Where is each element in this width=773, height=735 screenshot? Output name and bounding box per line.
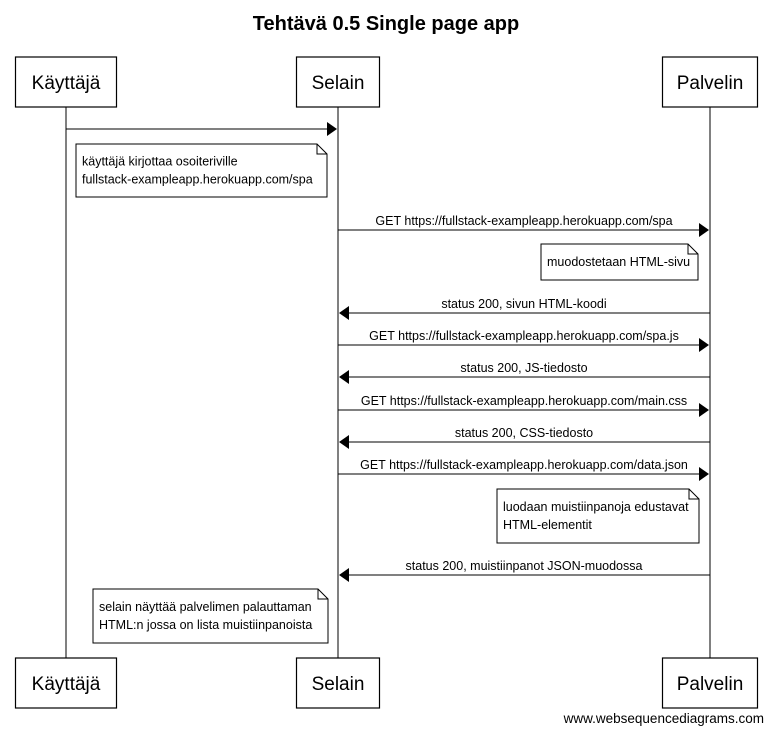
participant-browser-bottom: Selain bbox=[295, 657, 381, 709]
note-line: käyttäjä kirjottaa osoiteriville bbox=[82, 155, 238, 169]
note-fold bbox=[316, 144, 327, 155]
note-line: muodostetaan HTML-sivu bbox=[547, 255, 690, 269]
note-fold bbox=[688, 489, 699, 500]
participant-label: Selain bbox=[312, 73, 365, 94]
participant-user-bottom: Käyttäjä bbox=[14, 657, 118, 709]
diagram-title: Tehtävä 0.5 Single page app bbox=[253, 13, 519, 35]
message-label: status 200, JS-tiedosto bbox=[460, 361, 587, 375]
message-8: status 200, CSS-tiedosto bbox=[339, 426, 710, 449]
note-fold bbox=[687, 244, 698, 255]
message-arrow-head bbox=[339, 435, 349, 449]
participant-label: Käyttäjä bbox=[32, 674, 101, 695]
participant-server-bottom: Palvelin bbox=[661, 657, 759, 709]
participant-box bbox=[661, 657, 759, 709]
message-label: status 200, CSS-tiedosto bbox=[455, 426, 593, 440]
note-3: muodostetaan HTML-sivu bbox=[540, 243, 699, 281]
message-arrow-head bbox=[327, 122, 337, 136]
message-4: status 200, sivun HTML-koodi bbox=[339, 297, 710, 320]
message-label: status 200, sivun HTML-koodi bbox=[441, 297, 606, 311]
participant-box bbox=[14, 56, 118, 108]
message-label: GET https://fullstack-exampleapp.herokua… bbox=[360, 458, 688, 472]
participant-label: Palvelin bbox=[677, 73, 744, 94]
footer-credit: www.websequencediagrams.com bbox=[563, 711, 764, 726]
note-box bbox=[496, 488, 700, 544]
message-label: status 200, muistiinpanot JSON-muodossa bbox=[406, 559, 643, 573]
message-6: status 200, JS-tiedosto bbox=[339, 361, 710, 384]
participant-browser-top: Selain bbox=[295, 56, 381, 108]
note-line: HTML-elementit bbox=[503, 518, 592, 532]
note-line: luodaan muistiinpanoja edustavat bbox=[503, 500, 689, 514]
note-box bbox=[540, 243, 699, 281]
message-arrow-head bbox=[339, 306, 349, 320]
participant-box bbox=[661, 56, 759, 108]
note-box bbox=[92, 588, 329, 644]
message-label: GET https://fullstack-exampleapp.herokua… bbox=[369, 329, 679, 343]
message-label: GET https://fullstack-exampleapp.herokua… bbox=[361, 394, 687, 408]
participant-label: Selain bbox=[312, 674, 365, 695]
participant-user-top: Käyttäjä bbox=[14, 56, 118, 108]
participant-box bbox=[295, 657, 381, 709]
note-1: käyttäjä kirjottaa osoiteriville fullstac… bbox=[75, 143, 328, 198]
sequence-steps: käyttäjä kirjottaa osoiteriville fullstac… bbox=[66, 122, 710, 644]
participant-label: Palvelin bbox=[677, 674, 744, 695]
note-line: HTML:n jossa on lista muistiinpanoista bbox=[99, 618, 312, 632]
note-line: selain näyttää palvelimen palauttaman bbox=[99, 600, 312, 614]
participant-box bbox=[295, 56, 381, 108]
message-arrow-head bbox=[699, 223, 709, 237]
message-label: GET https://fullstack-exampleapp.herokua… bbox=[375, 214, 672, 228]
participant-box bbox=[14, 657, 118, 709]
participants-bottom: Käyttäjä Selain Palvelin bbox=[14, 657, 759, 709]
message-9: GET https://fullstack-exampleapp.herokua… bbox=[338, 458, 709, 481]
message-arrow-head bbox=[699, 467, 709, 481]
message-arrow-head bbox=[699, 403, 709, 417]
note-line: fullstack-exampleapp.herokuapp.com/spa bbox=[82, 173, 313, 187]
message-2: GET https://fullstack-exampleapp.herokua… bbox=[338, 214, 709, 237]
note-fold bbox=[317, 589, 328, 600]
participant-server-top: Palvelin bbox=[661, 56, 759, 108]
message-arrow-head bbox=[339, 568, 349, 582]
note-12: selain näyttää palvelimen palauttamanHTM… bbox=[92, 588, 329, 644]
message-arrow-head bbox=[339, 370, 349, 384]
participant-label: Käyttäjä bbox=[32, 73, 101, 94]
participants-top: Käyttäjä Selain Palvelin bbox=[14, 56, 759, 108]
message-7: GET https://fullstack-exampleapp.herokua… bbox=[338, 394, 709, 417]
message-0 bbox=[66, 122, 337, 136]
lifelines bbox=[65, 107, 711, 658]
message-arrow-head bbox=[699, 338, 709, 352]
message-11: status 200, muistiinpanot JSON-muodossa bbox=[339, 559, 710, 582]
note-10: luodaan muistiinpanoja edustavatHTML-ele… bbox=[496, 488, 700, 544]
note-box bbox=[75, 143, 328, 198]
message-5: GET https://fullstack-exampleapp.herokua… bbox=[338, 329, 709, 352]
